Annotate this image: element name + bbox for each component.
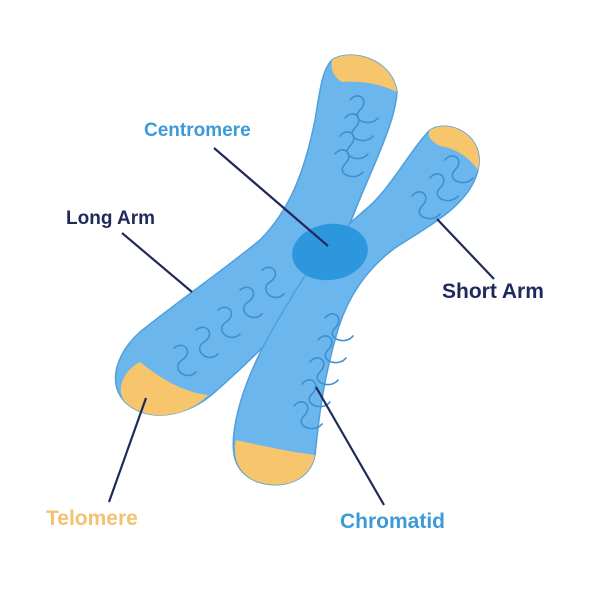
telomere-cap-top-right — [428, 126, 480, 170]
telomere-cap-top-left — [331, 55, 397, 92]
coil-upper-right — [411, 155, 474, 220]
label-telomere: Telomere — [46, 507, 138, 530]
pointer-long-arm — [121, 232, 193, 293]
coil-lower-right — [293, 313, 354, 430]
pointer-telomere — [107, 397, 148, 503]
telomere-cap-bottom-left — [120, 362, 208, 416]
label-short-arm: Short Arm — [442, 280, 544, 303]
coil-upper-left — [334, 95, 379, 178]
centromere-shape — [292, 223, 368, 281]
pointer-centromere — [213, 147, 329, 247]
label-centromere: Centromere — [144, 120, 251, 141]
pointer-short-arm — [436, 218, 495, 280]
telomere-cap-bottom-right — [234, 440, 315, 485]
label-chromatid: Chromatid — [340, 510, 445, 533]
label-long-arm: Long Arm — [66, 208, 156, 229]
pointer-chromatid — [315, 386, 385, 506]
coil-lower-left — [173, 266, 285, 377]
